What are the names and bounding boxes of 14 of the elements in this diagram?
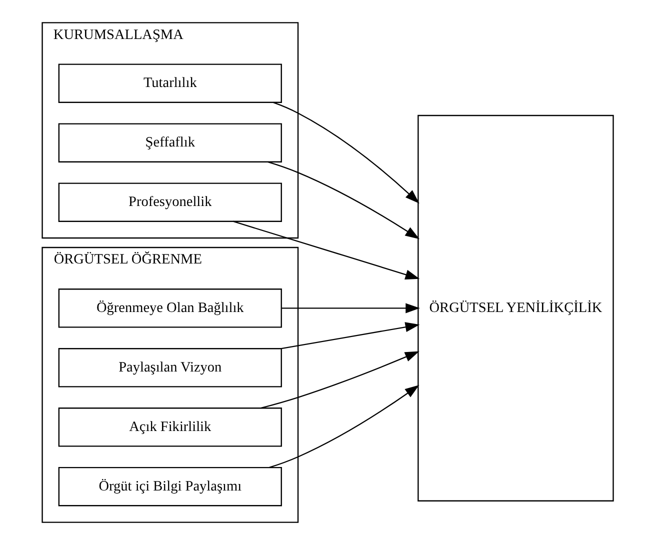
node-box: Şeffaflık xyxy=(58,123,282,162)
node-box: Açık Fikirlilik xyxy=(58,408,282,447)
node-box: Paylaşılan Vizyon xyxy=(58,348,282,388)
arrow xyxy=(267,161,419,240)
arrow xyxy=(272,102,419,204)
node-box: Öğrenmeye Olan Bağlılık xyxy=(58,288,282,328)
node-box: Örgüt içi Bilgi Paylaşımı xyxy=(58,466,282,506)
node-box: ÖRGÜTSEL YENİLİKÇİLİK xyxy=(417,114,614,502)
arrow xyxy=(260,351,419,409)
arrow xyxy=(280,322,420,350)
arrow xyxy=(281,303,420,314)
node-box: Profesyonellik xyxy=(58,182,282,222)
node-box: Tutarlılık xyxy=(58,64,282,103)
arrow xyxy=(268,384,419,468)
